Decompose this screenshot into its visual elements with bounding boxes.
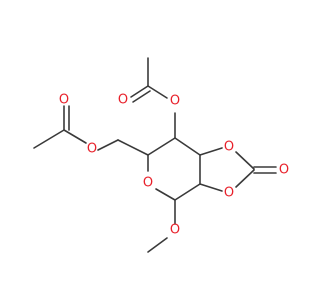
atom-o-top-carbonyl: O (118, 93, 128, 108)
bond-ring-c5-c4 (147, 137, 176, 156)
bond-c-oester-left (63, 129, 87, 144)
bond-oacetyl-c (147, 85, 168, 99)
atom-o-left-carbonyl: O (59, 93, 69, 108)
oxygen-atom-label: O O O O O O O O O (59, 93, 289, 238)
atom-o-carbonate-carbonyl: O (279, 163, 289, 178)
atom-o-methoxy: O (170, 223, 180, 238)
atom-o-top-ester: O (170, 94, 180, 109)
bond-ring-c2-c1 (174, 183, 201, 201)
molecule-structure-diagram: O O O O O O O O O (33, 57, 289, 253)
bond-ring-c4-c3 (174, 137, 201, 156)
bond-c3-otop (199, 147, 223, 156)
bond-ring-c1-o (155, 188, 176, 201)
bond-omethoxy-ch3 (147, 237, 168, 253)
bond-ch3-c-left (33, 129, 65, 149)
atom-o-left-ester: O (87, 142, 97, 157)
bond-otop-ccarb (235, 151, 255, 170)
bond-layer (33, 57, 277, 253)
bond-c2-obottom (199, 183, 223, 192)
atom-o-ring: O (143, 176, 153, 191)
bond-acetyl-carbonyl-a (130, 85, 149, 98)
atom-o-carbonate-top: O (224, 140, 234, 155)
atom-o-carbonate-bottom: O (224, 186, 234, 201)
bond-oester-ch2 (97, 139, 119, 151)
bond-ch2-ring (117, 139, 149, 156)
bond-obottom-ccarb (235, 169, 255, 188)
bond-acetyl-carbonyl-b (132, 90, 151, 103)
atom-layer: O O O O O O O O O (59, 93, 289, 238)
